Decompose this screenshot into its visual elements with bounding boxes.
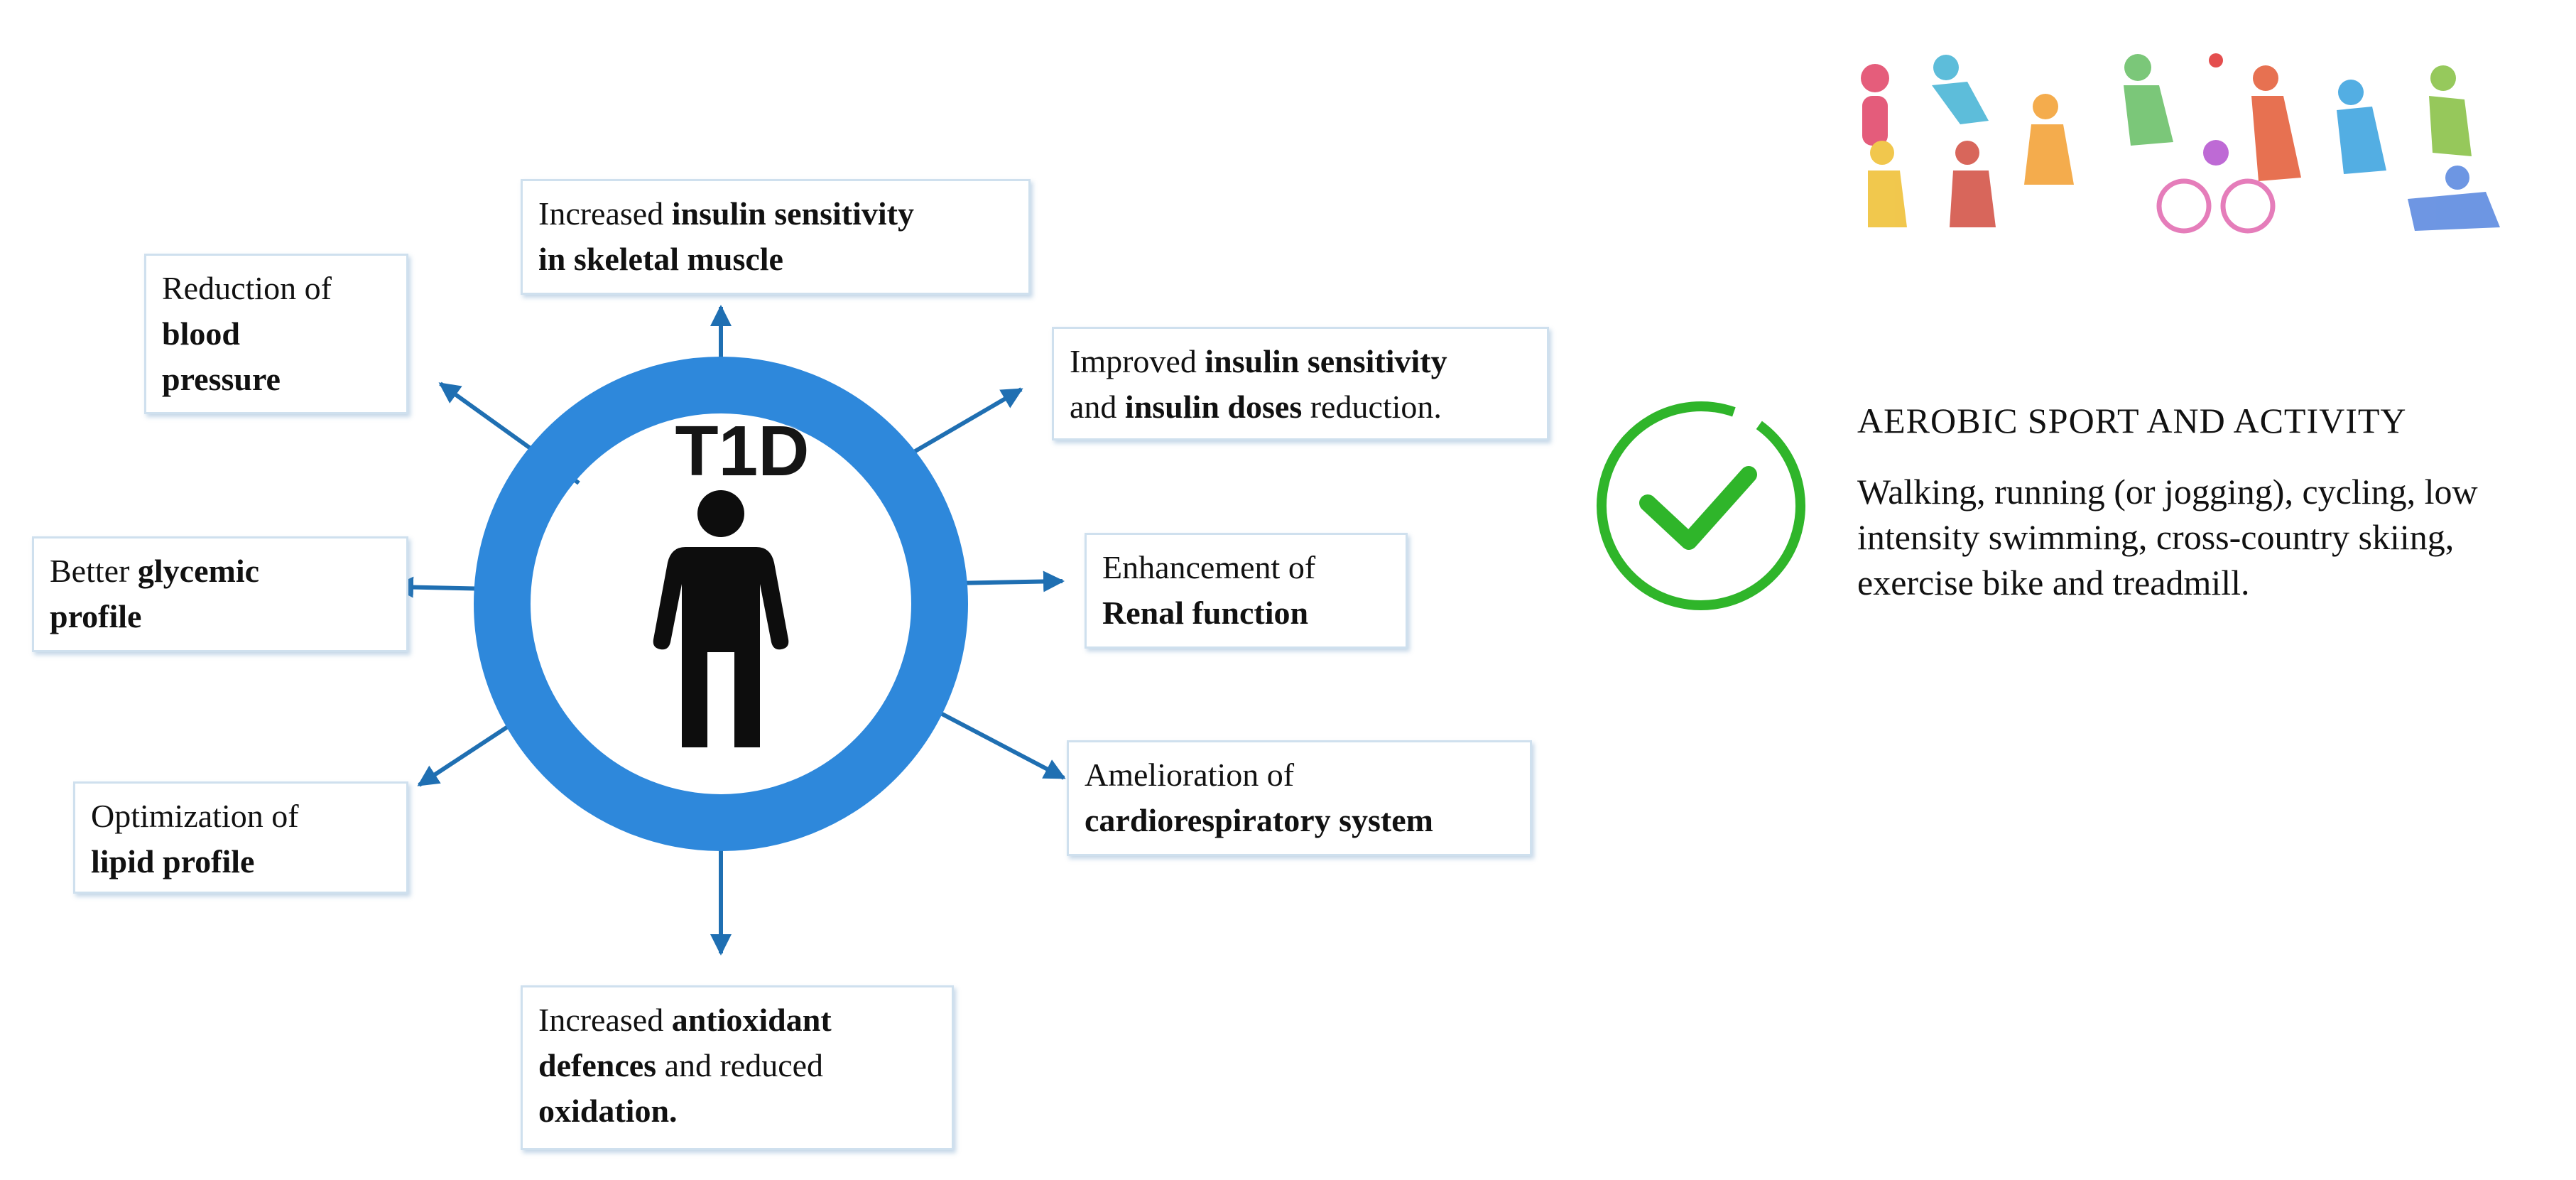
bold-text: antioxidant xyxy=(671,1002,832,1038)
text: Increased xyxy=(538,195,672,232)
aerobic-activity-panel: AEROBIC SPORT AND ACTIVITY Walking, runn… xyxy=(1857,398,2553,605)
bold-text: profile xyxy=(50,598,142,634)
aerobic-description: Walking, running (or jogging), cycling, … xyxy=(1857,472,2478,602)
text: Better xyxy=(50,553,138,589)
bold-text: pressure xyxy=(162,361,281,397)
person-icon xyxy=(653,490,789,747)
text: Optimization of xyxy=(91,798,299,834)
check-circle-icon xyxy=(1597,401,1805,611)
aerobic-heading: AEROBIC SPORT AND ACTIVITY xyxy=(1857,401,2407,440)
box-insulin-sensitivity-muscle: Increased insulin sensitivity in skeleta… xyxy=(521,179,1031,295)
bold-text: glycemic xyxy=(137,553,260,589)
box-blood-pressure: Reduction of blood pressure xyxy=(144,254,408,414)
bold-text: insulin sensitivity xyxy=(1205,343,1447,379)
bold-text: Renal function xyxy=(1102,595,1309,631)
bold-text: lipid profile xyxy=(91,843,255,879)
box-lipid-profile: Optimization of lipid profile xyxy=(73,781,408,894)
t1d-label: T1D xyxy=(675,411,810,491)
box-cardiorespiratory: Amelioration of cardiorespiratory system xyxy=(1067,740,1532,856)
text: Improved xyxy=(1070,343,1205,379)
box-improved-insulin: Improved insulin sensitivity and insulin… xyxy=(1052,327,1549,440)
box-renal-function: Enhancement of Renal function xyxy=(1085,533,1408,649)
bold-text: insulin doses xyxy=(1124,389,1303,425)
text: Reduction of xyxy=(162,270,332,306)
bold-text: blood xyxy=(162,315,240,352)
bold-text: insulin sensitivity xyxy=(671,195,914,232)
box-glycemic-profile: Better glycemic profile xyxy=(32,536,408,652)
text: Increased xyxy=(538,1002,672,1038)
sports-figures-icon xyxy=(1861,53,2500,234)
bold-text: oxidation. xyxy=(538,1093,678,1129)
text: and xyxy=(1070,389,1125,425)
box-antioxidant: Increased antioxidant defences and reduc… xyxy=(521,985,954,1150)
text: Amelioration of xyxy=(1085,757,1295,793)
bold-text: defences xyxy=(538,1047,657,1083)
bold-text: in skeletal muscle xyxy=(538,241,783,277)
text: reduction. xyxy=(1302,389,1442,425)
text: and reduced xyxy=(656,1047,824,1083)
text: Enhancement of xyxy=(1102,549,1316,585)
bold-text: cardiorespiratory system xyxy=(1085,802,1433,838)
t1d-ring xyxy=(474,357,968,851)
